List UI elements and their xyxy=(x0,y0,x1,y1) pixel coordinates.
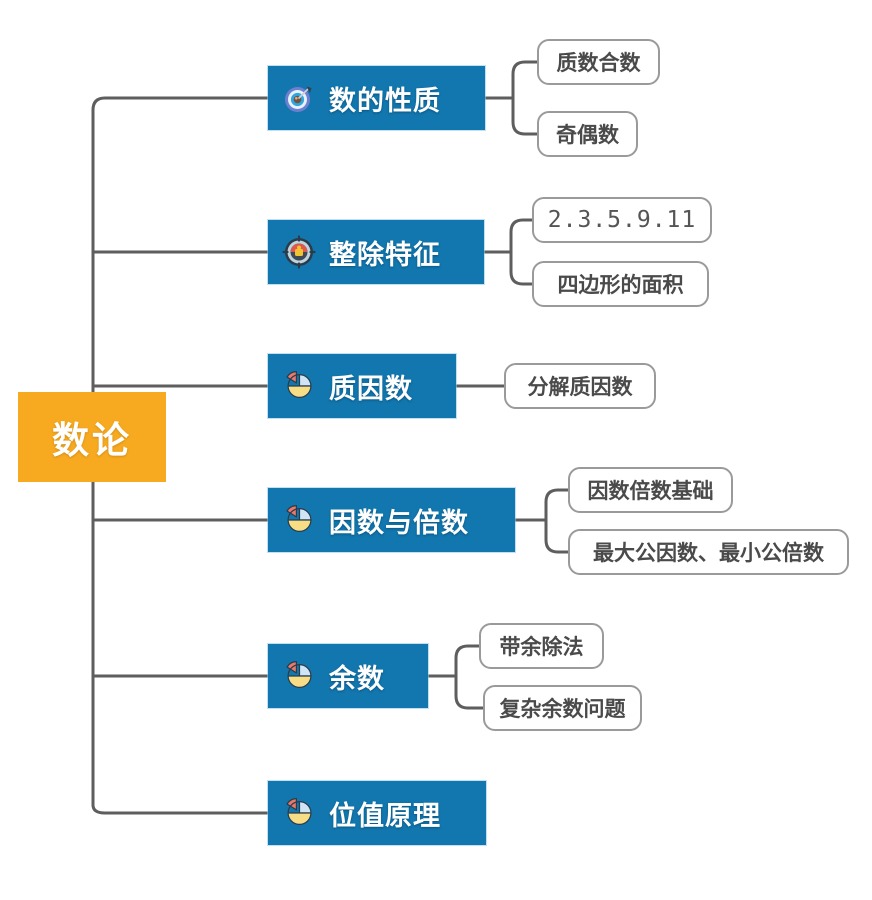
branch-5-fork xyxy=(454,644,470,710)
pie-chart-icon xyxy=(286,370,312,398)
leaf-node-1-2[interactable]: 奇偶数 xyxy=(537,111,638,157)
leaf-node-3-1[interactable]: 分解质因数 xyxy=(504,363,656,409)
leaf-node-2-2-label: 四边形的面积 xyxy=(557,273,684,297)
leaf-node-5-1[interactable]: 带余除法 xyxy=(479,623,604,669)
branch-4-fork xyxy=(544,488,560,554)
branch-node-5-label: 余数 xyxy=(329,663,385,695)
leaf-node-4-1[interactable]: 因数倍数基础 xyxy=(568,467,733,513)
leaf-node-1-1-label: 质数合数 xyxy=(556,51,641,75)
pie-chart-icon xyxy=(286,797,312,825)
branch-node-4[interactable]: 因数与倍数 xyxy=(268,488,515,552)
leaf-node-1-2-label: 奇偶数 xyxy=(556,123,619,147)
pie-chart-icon xyxy=(286,660,312,688)
branch-node-6-label: 位值原理 xyxy=(329,800,441,832)
branch-node-1[interactable]: 数的性质 xyxy=(268,66,485,130)
branch-node-3-label: 质因数 xyxy=(329,373,413,405)
leaf-node-5-2-label: 复杂余数问题 xyxy=(499,697,626,721)
trunk-to-branch-6 xyxy=(91,803,270,815)
branch-node-2-label: 整除特征 xyxy=(329,239,441,271)
leaf-node-2-1-label: 2.3.5.9.11 xyxy=(547,207,697,233)
branch-node-5[interactable]: 余数 xyxy=(268,644,428,708)
leaf-node-1-1[interactable]: 质数合数 xyxy=(537,39,660,85)
leaf-node-4-2-label: 最大公因数、最小公倍数 xyxy=(593,541,824,565)
root-node[interactable]: 数论 xyxy=(18,392,166,482)
leaf-node-5-1-label: 带余除法 xyxy=(499,635,584,659)
branch-node-4-label: 因数与倍数 xyxy=(329,507,469,539)
branch-1-fork xyxy=(511,60,527,136)
leaf-node-5-2[interactable]: 复杂余数问题 xyxy=(483,685,642,731)
branch-node-3[interactable]: 质因数 xyxy=(268,354,456,418)
pie-chart-icon xyxy=(286,504,312,532)
leaf-node-3-1-label: 分解质因数 xyxy=(527,375,633,399)
branch-node-2[interactable]: 整除特征 xyxy=(268,220,484,284)
leaf-node-4-2[interactable]: 最大公因数、最小公倍数 xyxy=(568,529,849,575)
root-node-label: 数论 xyxy=(52,419,132,462)
leaf-node-4-1-label: 因数倍数基础 xyxy=(587,479,714,503)
compass-gauge-icon xyxy=(282,235,316,269)
leaf-node-2-2[interactable]: 四边形的面积 xyxy=(532,261,709,307)
branch-node-6[interactable]: 位值原理 xyxy=(268,781,486,845)
target-dart-icon xyxy=(285,86,312,112)
branch-2-fork xyxy=(509,218,525,286)
branch-node-1-label: 数的性质 xyxy=(329,85,441,117)
leaf-node-2-1[interactable]: 2.3.5.9.11 xyxy=(532,197,712,243)
trunk-to-branch-1 xyxy=(91,96,270,112)
